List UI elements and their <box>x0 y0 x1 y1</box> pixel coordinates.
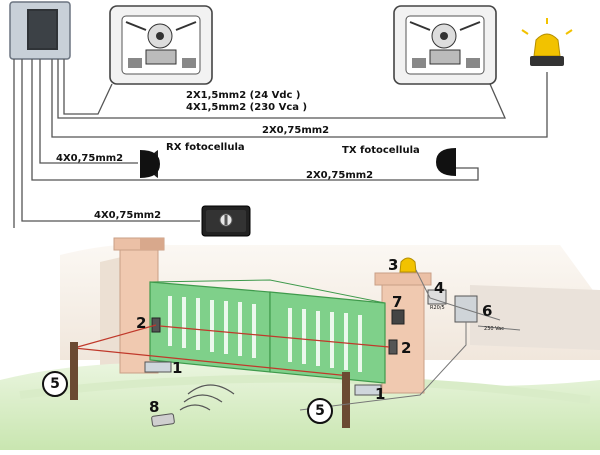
marker-2-right: 2 <box>401 339 412 357</box>
marker-6: 6 <box>482 302 493 320</box>
key-selector-icon <box>201 205 251 237</box>
marker-2-left: 2 <box>136 314 147 332</box>
gate-motor-right <box>393 5 497 85</box>
marker-5-left: 5 <box>42 371 68 397</box>
red-wires <box>73 324 390 377</box>
gate-actuator-right <box>354 384 382 396</box>
tx-cable-label: 2X0,75mm2 <box>306 170 374 181</box>
scene-flashing-lamp <box>399 257 417 273</box>
lamp-cable-label: 2X0,75mm2 <box>262 125 330 136</box>
right-pillar <box>374 272 432 394</box>
rx-cable-label: 4X0,75mm2 <box>56 153 124 164</box>
marker-4: 4 <box>434 279 445 297</box>
selector-cable-label: 4X0,75mm2 <box>94 210 162 221</box>
control-unit-box <box>9 1 71 60</box>
flashing-lamp-icon <box>521 18 573 66</box>
marker-3: 3 <box>388 256 399 274</box>
key-switch-7 <box>391 309 405 325</box>
photocell-right <box>388 339 398 355</box>
swing-gate <box>149 279 386 384</box>
motor-cable-label-2: 4X1,5mm2 (230 Vca ) <box>186 102 308 113</box>
gate-actuator-left <box>144 361 172 373</box>
tx-photocell-icon <box>436 148 456 176</box>
post-left <box>70 342 78 400</box>
marker-8: 8 <box>149 398 160 416</box>
marker-1-right: 1 <box>375 385 386 403</box>
rx-photocell-label: RX fotocellula <box>166 142 245 153</box>
marker-5-right: 5 <box>307 398 333 424</box>
switch-box <box>427 289 447 305</box>
marker-7: 7 <box>392 293 403 311</box>
scene-cables <box>299 269 521 411</box>
ground-grass <box>0 362 600 450</box>
remote-control-icon <box>151 384 235 427</box>
tx-photocell-label: TX fotocellula <box>342 145 420 156</box>
switch-box-label: R20/5 <box>430 305 445 311</box>
power-label: 230 Vac <box>484 326 504 332</box>
post-right <box>342 372 350 428</box>
motor-cable-label-1: 2X1,5mm2 (24 Vdc ) <box>186 90 301 101</box>
cables <box>13 59 548 228</box>
gate-motor-left <box>109 5 213 85</box>
rx-photocell-icon <box>140 150 160 178</box>
marker-1-left: 1 <box>172 359 183 377</box>
